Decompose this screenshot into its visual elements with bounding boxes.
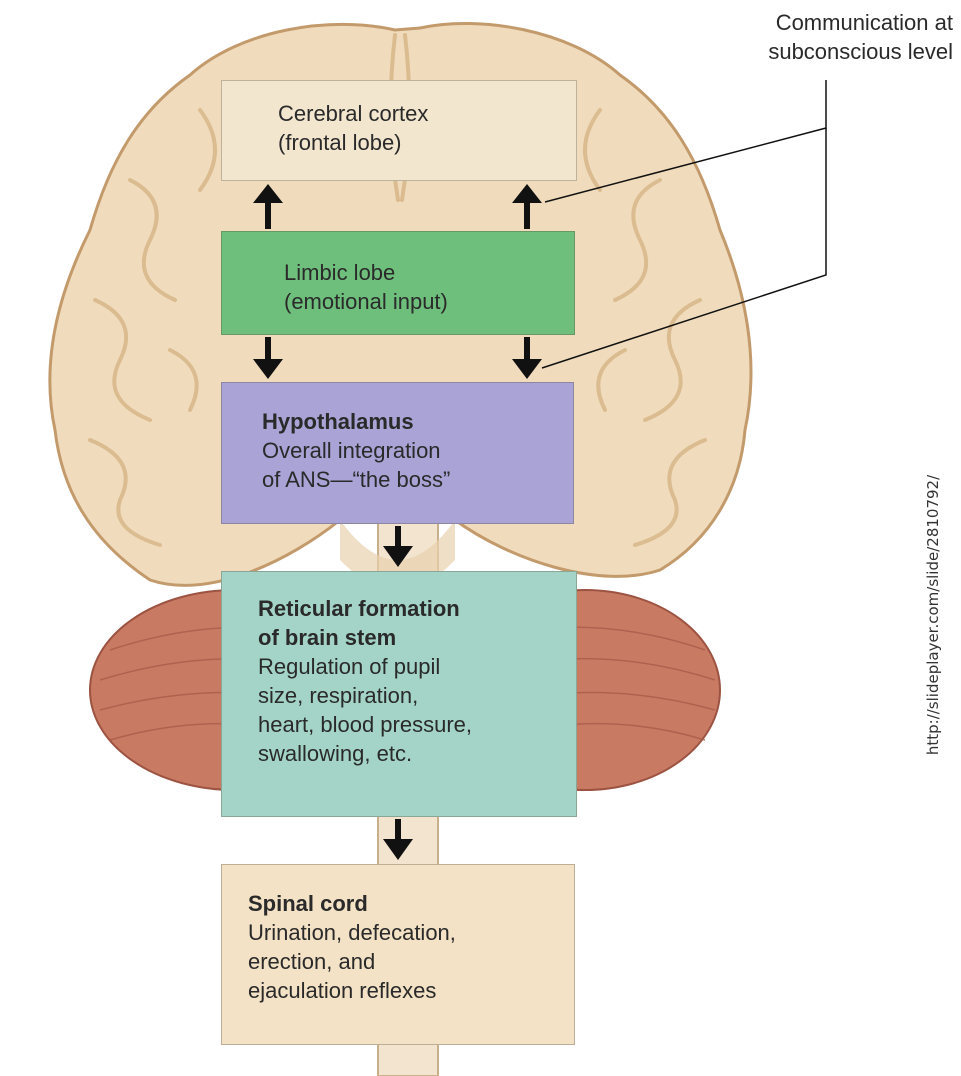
reticular-desc-line-4: swallowing, etc. — [258, 739, 576, 768]
hypothalamus-desc-line-2: of ANS—“the boss” — [262, 465, 573, 494]
limbic-lobe-box: Limbic lobe (emotional input) — [221, 231, 575, 335]
hypothalamus-box: Hypothalamus Overall integration of ANS—… — [221, 382, 574, 524]
callout-line-2: subconscious level — [768, 37, 953, 66]
reticular-heading-line-1: Reticular formation — [258, 594, 576, 623]
spinal-desc-line-1: Urination, defecation, — [248, 918, 574, 947]
limbic-title: Limbic lobe — [284, 258, 574, 287]
cortex-title: Cerebral cortex — [278, 99, 576, 128]
spinal-desc-line-2: erection, and — [248, 947, 574, 976]
hypothalamus-desc-line-1: Overall integration — [262, 436, 573, 465]
reticular-heading-line-2: of brain stem — [258, 623, 576, 652]
spinal-desc-line-3: ejaculation reflexes — [248, 976, 574, 1005]
hypothalamus-heading: Hypothalamus — [262, 407, 573, 436]
source-credit-text: http://slideplayer.com/slide/2810792/ — [924, 475, 942, 755]
cerebral-cortex-box: Cerebral cortex (frontal lobe) — [221, 80, 577, 181]
reticular-desc-line-3: heart, blood pressure, — [258, 710, 576, 739]
spinal-heading: Spinal cord — [248, 889, 574, 918]
callout-label: Communication at subconscious level — [768, 8, 953, 66]
spinal-cord-box: Spinal cord Urination, defecation, erect… — [221, 864, 575, 1045]
callout-line-1: Communication at — [768, 8, 953, 37]
reticular-formation-box: Reticular formation of brain stem Regula… — [221, 571, 577, 817]
cortex-subtitle: (frontal lobe) — [278, 128, 576, 157]
limbic-subtitle: (emotional input) — [284, 287, 574, 316]
reticular-desc-line-2: size, respiration, — [258, 681, 576, 710]
reticular-desc-line-1: Regulation of pupil — [258, 652, 576, 681]
